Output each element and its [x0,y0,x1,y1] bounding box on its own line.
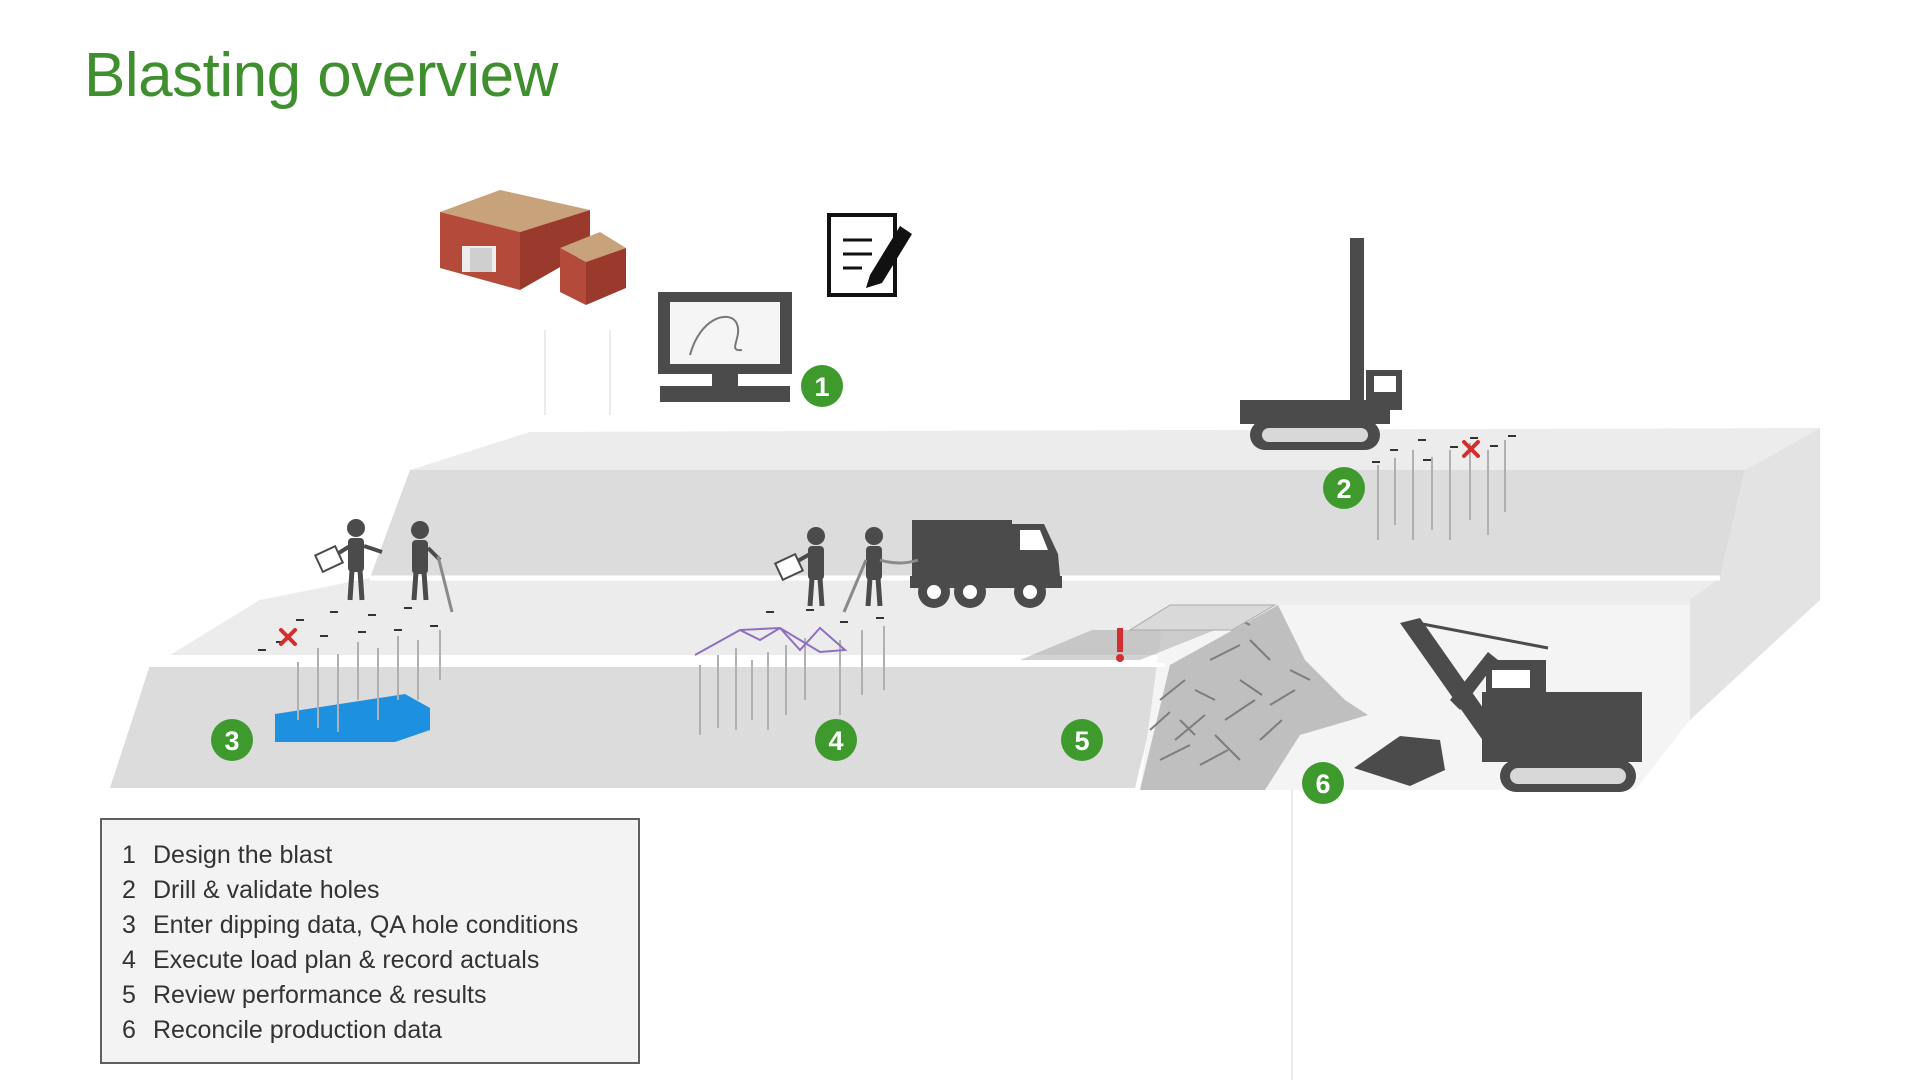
broken-rock-pile [1020,604,1368,790]
upper-bench-face [370,470,1745,578]
middle-bench-top [260,578,1720,600]
step-badge-number: 5 [1074,726,1089,756]
excavator-icon [1354,618,1642,792]
legend-text: Drill & validate holes [153,876,380,904]
legend-box: 1 Design the blast 2 Drill & validate ho… [100,818,640,1064]
water-area [275,694,430,742]
step-badge-number: 1 [814,372,829,402]
lower-bench-face [110,665,1165,788]
tie-in-lines [694,626,848,656]
legend-item: 3 Enter dipping data, QA hole conditions [122,908,638,943]
legend-item: 1 Design the blast [122,838,638,873]
legend-text: Enter dipping data, QA hole conditions [153,911,579,939]
drill-rig-icon [1240,238,1402,450]
computer-monitor-icon [658,292,792,402]
upper-bench-top [410,428,1820,470]
person-icon [411,521,454,613]
legend-item: 6 Reconcile production data [122,1013,638,1048]
ground-benches [110,428,1820,790]
legend-text: Review performance & results [153,981,487,1009]
step-badge: 5 [1061,719,1103,761]
exclamation-icon [1116,628,1124,662]
step-badge: 4 [815,719,857,761]
legend-number: 2 [122,876,136,904]
legend-number: 1 [122,841,136,869]
x-mark-icon [1462,440,1480,458]
person-icon [313,519,383,601]
step-badge: 6 [1302,762,1344,804]
backdrop-lines [544,330,1293,1080]
right-end-face [1690,428,1820,720]
page-title: Blasting overview [84,41,558,110]
step-badge-number: 2 [1336,474,1351,504]
step-badge: 3 [211,719,253,761]
step-badge-number: 3 [224,726,239,756]
legend-text: Reconcile production data [153,1016,443,1044]
legend-text: Execute load plan & record actuals [153,946,540,974]
legend-number: 3 [122,911,136,939]
legend-number: 6 [122,1016,136,1044]
step-badge-number: 4 [828,726,843,756]
legend-item: 4 Execute load plan & record actuals [122,943,638,978]
step-badge: 1 [801,365,843,407]
legend-item: 2 Drill & validate holes [122,873,638,908]
building-icon [440,190,626,305]
step-badge: 2 [1323,467,1365,509]
truck-icon [910,520,1062,608]
drill-holes [297,440,1506,735]
legend-number: 5 [122,981,136,1009]
x-mark-icon [279,628,297,646]
legend-number: 4 [122,946,136,974]
person-icon [773,527,825,607]
step-badge-number: 6 [1315,769,1330,799]
document-edit-icon [827,213,912,297]
legend-text: Design the blast [153,841,333,869]
person-icon [842,527,919,613]
legend-item: 5 Review performance & results [122,978,638,1013]
